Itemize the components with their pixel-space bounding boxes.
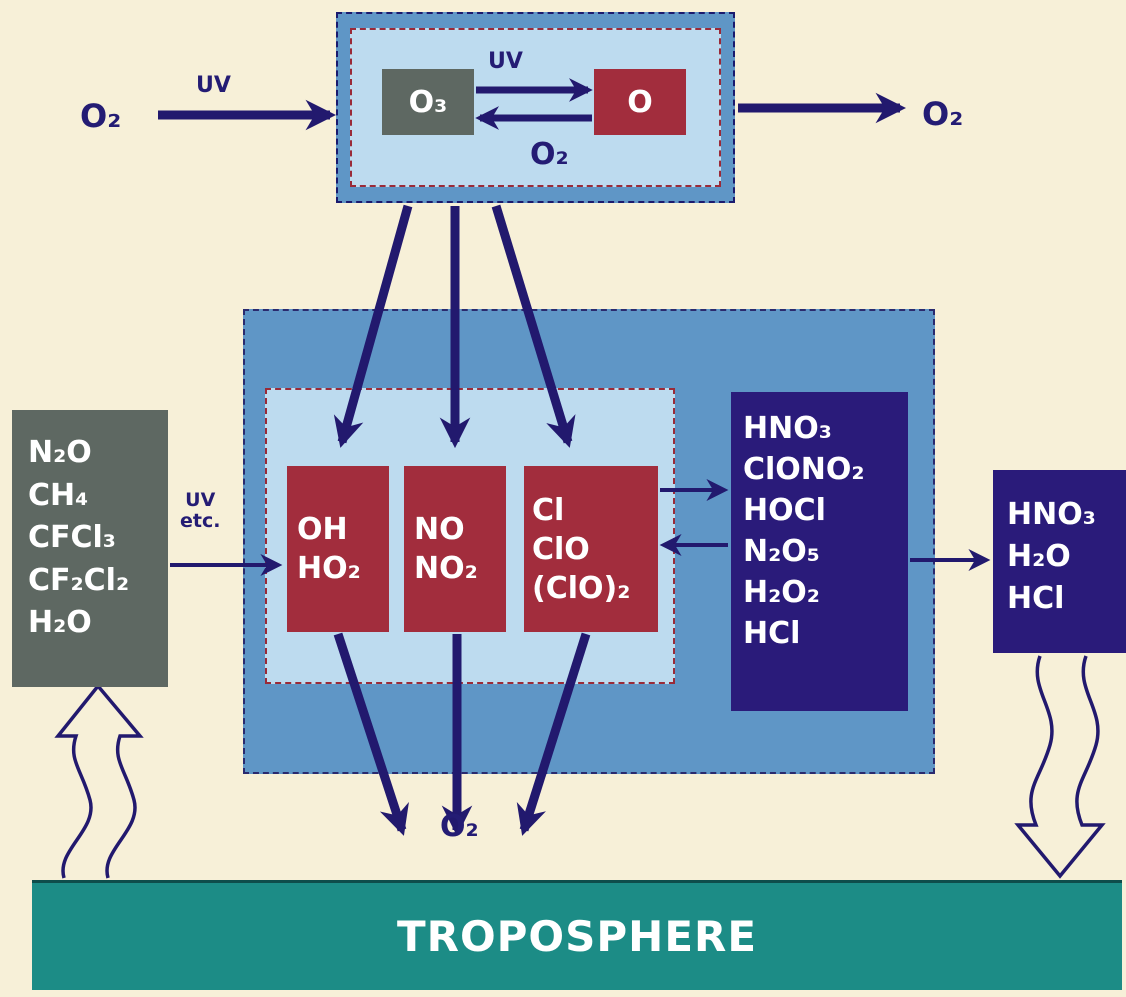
- reservoir-species: HNO₃: [743, 411, 832, 446]
- nox-species: NO₂: [414, 551, 478, 586]
- reverse-o2-label: O₂: [530, 137, 569, 172]
- source-arrow-etc: etc.: [180, 509, 221, 532]
- clox-family-box: Cl ClO (ClO)₂: [524, 466, 658, 632]
- hox-species: OH: [297, 512, 348, 547]
- hox-species: HO₂: [297, 551, 361, 586]
- source-arrow-uv: UV: [185, 489, 216, 511]
- nox-family-box: NO NO₂: [404, 466, 506, 632]
- source-gas: H₂O: [28, 605, 92, 641]
- troposphere-band: TROPOSPHERE: [32, 880, 1122, 990]
- sink-species: HCl: [1007, 581, 1065, 616]
- source-gas: CFCl₃: [28, 520, 116, 556]
- source-gas: CF₂Cl₂: [28, 562, 130, 598]
- bottom-o2-label: O₂: [440, 809, 479, 844]
- clox-species: ClO: [532, 531, 590, 567]
- reservoir-species: HOCl: [743, 493, 826, 529]
- left-o2-label: O₂: [80, 97, 122, 135]
- forward-uv-label: UV: [488, 49, 523, 74]
- source-gas: N₂O: [28, 435, 92, 470]
- ozone-node: O₃: [382, 69, 474, 135]
- right-o2-label: O₂: [922, 95, 964, 133]
- sink-species: H₂O: [1007, 539, 1071, 574]
- source-gases-box: N₂O CH₄ CFCl₃ CF₂Cl₂ H₂O: [12, 410, 168, 687]
- reservoir-species: N₂O₅: [743, 534, 820, 570]
- nox-species: NO: [414, 512, 465, 547]
- reservoir-species: HCl: [743, 616, 801, 652]
- clox-species: Cl: [532, 492, 565, 528]
- upward-transport-arrow: [54, 683, 144, 879]
- atomic-oxygen-node: O: [594, 69, 686, 135]
- clox-species: (ClO)₂: [532, 570, 631, 606]
- reservoir-species: ClONO₂: [743, 452, 865, 488]
- sink-species-box: HNO₃ H₂O HCl: [993, 470, 1126, 653]
- sink-species: HNO₃: [1007, 497, 1096, 532]
- reservoir-species: H₂O₂: [743, 575, 820, 611]
- source-gas: CH₄: [28, 477, 89, 513]
- downward-removal-arrow: [1014, 655, 1106, 879]
- hox-family-box: OH HO₂: [287, 466, 389, 632]
- reservoir-species-box: HNO₃ ClONO₂ HOCl N₂O₅ H₂O₂ HCl: [731, 392, 908, 711]
- source-arrow-label: UV etc.: [180, 490, 220, 532]
- left-uv-label: UV: [196, 73, 231, 98]
